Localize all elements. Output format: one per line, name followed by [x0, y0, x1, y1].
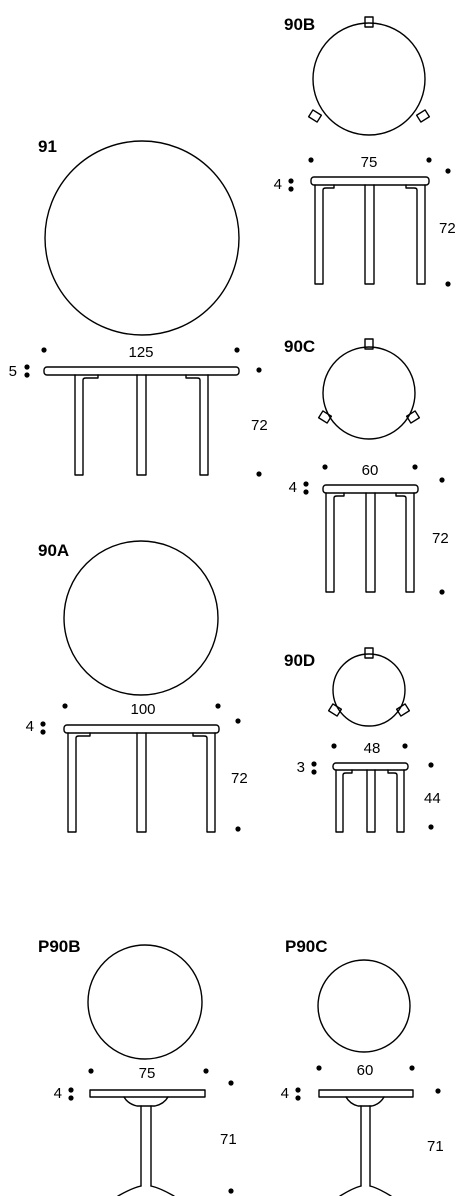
width-value-91: 125 — [128, 344, 153, 361]
dim-dot — [228, 1188, 234, 1194]
leg-count-90a: 4 — [26, 718, 34, 735]
dim-dot — [62, 703, 68, 709]
model-label-90b: 90B — [284, 15, 315, 34]
width-value-90a: 100 — [130, 701, 155, 718]
table-p90b: P90B 75 4 71 — [38, 937, 237, 1196]
table-90b: 90B 75 4 72 — [274, 15, 456, 287]
leg-count-icon — [295, 1087, 301, 1101]
dim-dot — [235, 718, 241, 724]
leg-count-icon — [68, 1087, 74, 1101]
height-value-p90b: 71 — [220, 1131, 237, 1148]
table-90d: 90D 48 3 44 — [284, 647, 441, 833]
leg-count-icon — [303, 481, 309, 495]
top-view-90d — [327, 647, 411, 727]
leg-count-p90b: 4 — [54, 1085, 62, 1102]
leg-count-91: 5 — [9, 363, 17, 380]
model-label-90c: 90C — [284, 337, 315, 356]
model-label-90a: 90A — [38, 541, 69, 560]
width-value-p90b: 75 — [139, 1065, 156, 1082]
width-value-90b: 75 — [361, 154, 378, 171]
dim-dot — [308, 157, 314, 163]
dim-dot — [228, 1080, 234, 1086]
leg-count-90b: 4 — [274, 176, 282, 193]
height-value-p90c: 71 — [427, 1138, 444, 1155]
model-label-p90b: P90B — [38, 937, 81, 956]
dim-dot — [88, 1068, 94, 1074]
dim-dot — [322, 464, 328, 470]
dim-dot — [412, 464, 418, 470]
leg-count-90d: 3 — [297, 759, 305, 776]
top-view-90b — [307, 16, 431, 136]
dim-dot — [203, 1068, 209, 1074]
side-view-p90c — [318, 1089, 414, 1196]
dim-dot — [428, 762, 434, 768]
side-view-90d — [332, 762, 409, 833]
dim-dot — [439, 589, 445, 595]
side-view-p90b — [89, 1089, 206, 1196]
dim-dot — [316, 1065, 322, 1071]
dim-dot — [235, 826, 241, 832]
side-view-90b — [310, 176, 430, 285]
top-view-p90c — [317, 959, 411, 1053]
leg-count-p90c: 4 — [281, 1085, 289, 1102]
height-value-90a: 72 — [231, 770, 248, 787]
height-value-91: 72 — [251, 417, 268, 434]
side-view-91 — [43, 366, 240, 476]
top-view-90c — [317, 338, 421, 440]
dim-dot — [445, 281, 451, 287]
width-value-90d: 48 — [364, 740, 381, 757]
top-view-91 — [44, 140, 240, 336]
model-label-90d: 90D — [284, 651, 315, 670]
side-view-90a — [63, 724, 220, 833]
dim-dot — [234, 347, 240, 353]
side-view-90c — [322, 484, 419, 593]
dim-dot — [435, 1088, 441, 1094]
dim-dot — [426, 157, 432, 163]
top-view-90a — [63, 540, 219, 696]
dim-dot — [402, 743, 408, 749]
dim-dot — [428, 824, 434, 830]
width-value-p90c: 60 — [357, 1062, 374, 1079]
dim-dot — [445, 168, 451, 174]
dim-dot — [256, 471, 262, 477]
leg-count-icon — [288, 178, 294, 192]
table-p90c: P90C 60 4 71 — [281, 937, 444, 1196]
top-view-p90b — [87, 944, 203, 1060]
table-91: 91 125 5 72 — [9, 137, 268, 477]
dim-dot — [215, 703, 221, 709]
height-value-90b: 72 — [439, 220, 456, 237]
table-90a: 90A 100 4 72 — [26, 540, 248, 833]
height-value-90c: 72 — [432, 530, 449, 547]
width-value-90c: 60 — [362, 462, 379, 479]
leg-count-icon — [24, 364, 30, 378]
leg-count-icon — [40, 721, 46, 735]
model-label-p90c: P90C — [285, 937, 328, 956]
height-value-90d: 44 — [424, 790, 441, 807]
dim-dot — [256, 367, 262, 373]
model-label-91: 91 — [38, 137, 57, 156]
leg-count-icon — [311, 761, 317, 775]
dim-dot — [409, 1065, 415, 1071]
dim-dot — [331, 743, 337, 749]
table-90c: 90C 60 4 72 — [284, 337, 449, 595]
dim-dot — [439, 477, 445, 483]
leg-count-90c: 4 — [289, 479, 297, 496]
dim-dot — [41, 347, 47, 353]
